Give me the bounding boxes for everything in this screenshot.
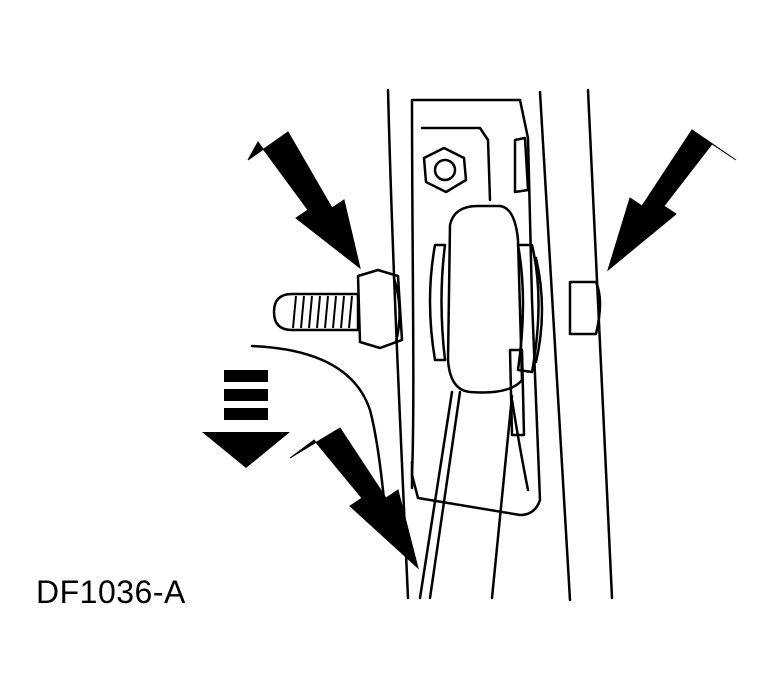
hex-nut — [422, 146, 468, 194]
bracket-flange — [513, 136, 530, 194]
bolt-thread-line — [308, 295, 313, 329]
bolt-thread-line — [340, 295, 345, 329]
bolt-flange-rim — [392, 276, 401, 344]
control-arm-shadow — [510, 398, 530, 492]
bolt-thread-line — [324, 295, 329, 329]
bolt-shank — [272, 292, 360, 332]
direction-arrow-bar-3 — [224, 408, 268, 420]
frame-rail-right — [586, 88, 614, 600]
direction-arrow-bar-2 — [224, 389, 268, 401]
bushing-washer-left — [428, 243, 447, 362]
bolt-thread-line — [316, 295, 321, 329]
direction-arrow-head — [202, 432, 290, 468]
callout-arrow-bolt-end — [607, 129, 737, 272]
bolt-thread-line — [292, 295, 297, 329]
callout-arrow-control-arm — [289, 427, 419, 570]
bolt-threads — [292, 295, 353, 329]
tire-arc — [250, 344, 386, 502]
direction-arrow-bar-1 — [224, 370, 268, 382]
control-arm — [446, 204, 524, 394]
direction-arrow-down — [202, 370, 290, 468]
bolt-thread-line — [332, 295, 337, 329]
bolt-flange-nut — [356, 268, 404, 350]
callout-arrow-bolt-head — [247, 131, 361, 270]
bolt-thread-line — [348, 295, 353, 329]
figure-label: DF1036-A — [36, 574, 186, 610]
bracket-plate — [410, 98, 542, 517]
bolt-thread-line — [300, 295, 305, 329]
frame-rail-right-inner — [538, 90, 572, 602]
control-arm-right-edge — [490, 394, 514, 600]
bushing-washer-right — [516, 243, 540, 374]
bushing-washer-outer — [534, 256, 544, 364]
control-arm-lower — [418, 390, 462, 600]
bolt-end — [568, 280, 602, 336]
bracket-plate-inner-edge — [420, 126, 492, 202]
hex-nut-bore — [433, 158, 457, 182]
